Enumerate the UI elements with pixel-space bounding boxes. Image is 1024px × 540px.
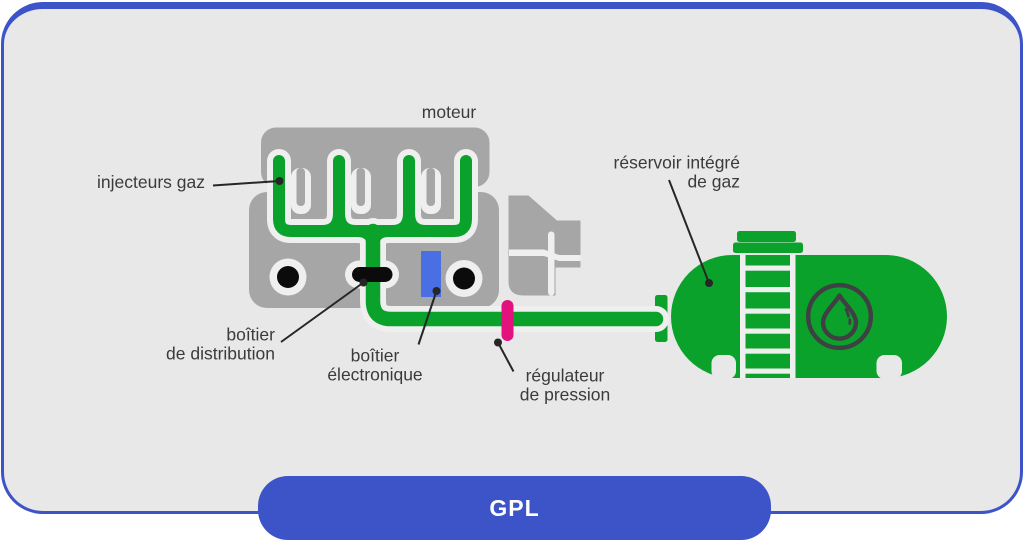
ladder-rung [746,349,791,354]
label-boitier-distribution-line2: de distribution [110,344,275,363]
leader-dot [360,279,368,287]
label-reservoir-line1: réservoir intégré [570,154,740,173]
ladder-rung [746,266,791,271]
mount-bolt [453,268,475,290]
engine-tongue [427,168,436,206]
label-reservoir: réservoir intégré de gaz [570,154,740,191]
ladder-rung [746,329,791,334]
leader-dot [433,287,441,295]
label-moteur: moteur [422,103,476,122]
pressure-regulator [502,300,514,341]
transmission [509,196,581,296]
ladder-rail [790,255,796,378]
label-injecteurs-gaz: injecteurs gaz [60,173,205,192]
mount-bolt [277,266,299,288]
distribution-box [352,267,393,282]
leader-dot [494,339,502,347]
label-boitier-electronique-line1: boîtier [327,347,422,366]
engine-tongue [297,168,306,206]
label-boitier-distribution: boîtier de distribution [110,326,275,363]
leader-dot [705,279,713,287]
label-regulateur-line2: de pression [520,385,610,404]
ladder-rail [740,255,746,378]
gpl-badge: GPL [258,476,771,540]
ladder-rung [746,309,791,314]
gas-tank [655,231,947,379]
label-boitier-electronique: boîtier électronique [327,347,422,384]
transmission-silhouette [509,196,581,296]
tank-collar-top [737,231,796,242]
tank-foot-notch [877,355,903,379]
transmission-slot-vertical [548,232,555,296]
gpl-badge-label: GPL [489,495,539,522]
ladder-rung [746,287,791,292]
leader-reservoir [669,180,709,283]
leader-regulateur [498,343,514,372]
label-regulateur-line1: régulateur [520,367,610,386]
leader-dot [276,177,284,185]
label-regulateur-pression: régulateur de pression [520,367,610,404]
tank-collar-bottom [733,243,803,254]
tank-foot-notch [712,355,737,379]
label-boitier-distribution-line1: boîtier [110,326,275,345]
ladder-rung [746,369,791,374]
engine-tongue [357,168,366,206]
label-reservoir-line2: de gaz [570,172,740,191]
label-boitier-electronique-line2: électronique [327,365,422,384]
